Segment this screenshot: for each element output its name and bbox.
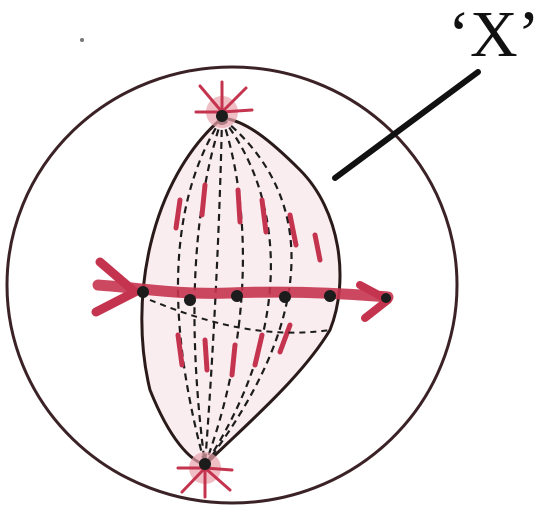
centromere [279, 291, 291, 303]
centrosome-bottom [178, 452, 232, 497]
centromere [231, 290, 243, 302]
label-x: ‘X’ [448, 2, 540, 68]
label-leader-line [335, 72, 478, 178]
centromere [137, 286, 149, 298]
chromatid-streak [232, 345, 235, 375]
centromere [381, 293, 391, 303]
chromatid-streak [238, 190, 240, 222]
centrosome-top [196, 82, 252, 128]
centromere [184, 294, 196, 306]
chromatid-streak [202, 185, 205, 215]
centromere [324, 290, 336, 302]
chromatid-streak [205, 340, 207, 370]
speck [80, 38, 84, 42]
